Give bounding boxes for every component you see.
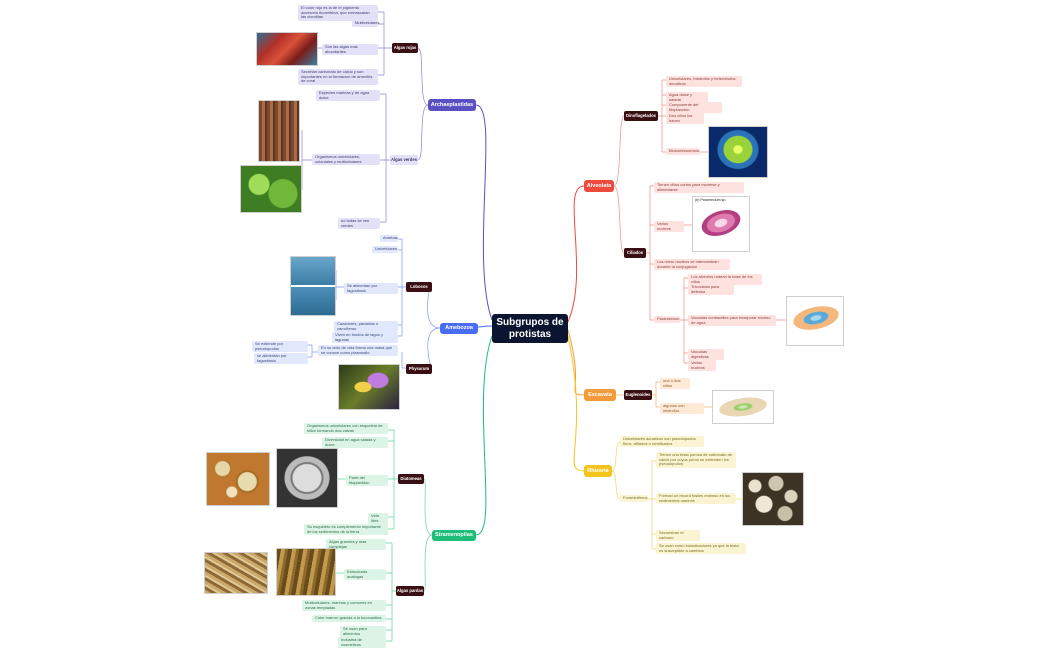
leaf-eugl-cilios[interactable]: uno o dos cilios: [660, 378, 690, 390]
leaf-plasmodio[interactable]: En su ciclo de vida forma una masa que s…: [318, 345, 398, 357]
leaf-diatomeas-fitoplankton[interactable]: Parte del fitoplankton: [346, 475, 388, 487]
topic-algas-rojas[interactable]: Algas rojas: [392, 43, 418, 53]
leaf-pseudopodos[interactable]: Se extiende por pseudopodos: [252, 341, 308, 353]
leaf-pardas-estructuras[interactable]: Estructuras analogas: [344, 569, 386, 581]
leaf-unicelulares[interactable]: Unicelulares: [372, 246, 398, 253]
leaf-dino-cilios[interactable]: Dos cilios los hacen: [666, 113, 704, 125]
topic-physarum[interactable]: Physarum: [406, 364, 432, 374]
euglena-body: [717, 394, 769, 420]
red-algae-photo: [256, 32, 318, 66]
leaf-physarum-fagositosis[interactable]: se alimentan por fagositosis: [254, 353, 308, 365]
kelp-photo: [204, 552, 268, 594]
leaf-ciliados-nucleos[interactable]: Varios nucleos: [654, 221, 684, 233]
topic-foraminiferos[interactable]: Foraminiferos: [620, 495, 648, 502]
root-topic[interactable]: Subgrupos de protistas: [492, 314, 568, 343]
branch-stramenopila[interactable]: Stramenopilas: [432, 530, 476, 541]
leaf-cazadores[interactable]: Cazadores, parasitos o carroñeros: [334, 321, 398, 333]
topic-ciliados[interactable]: Ciliados: [624, 248, 646, 258]
topic-lobosos[interactable]: Lobosos: [406, 282, 432, 292]
leaf-rojas-carbonato[interactable]: Secretan carbonato de calcio y son impor…: [298, 69, 378, 85]
leaf-rojas-abundantes[interactable]: Son las algas mas abundantes: [322, 44, 378, 56]
leaf-rhizaria-unicelulares[interactable]: Unicelulares acuaticos con pseudopodos f…: [620, 436, 704, 448]
leaf-pardas-multicelulares[interactable]: Multicelulares, marinas y comunes en zon…: [302, 600, 386, 612]
topic-paramecium[interactable]: Paramecium: [654, 316, 680, 323]
bark-algae-photo: [258, 100, 300, 162]
leaf-pardas-grandes[interactable]: Algas grandes y mas complejas: [326, 539, 386, 551]
leaf-param-vacuolas-digestivas[interactable]: Vacuolas digestivas: [688, 349, 724, 361]
leaf-pardas-cosmeticos[interactable]: Industria de cosmeticos: [338, 637, 386, 649]
paramecium-caption: (b) Paramecium sp.: [695, 198, 727, 202]
topic-euglenoides[interactable]: Euglenoides: [624, 390, 652, 400]
leaf-dino-fitoplancton[interactable]: Componente del fitoplancton: [666, 102, 722, 114]
topic-diatomeas[interactable]: Diatomeas: [398, 474, 424, 484]
branch-amoebozoa[interactable]: Amebozoa: [440, 323, 478, 334]
branch-archaeplastida[interactable]: Archaeplastidas: [428, 99, 476, 111]
leaf-ciliados-conjugacion[interactable]: Los micro nucleos se intercambian durant…: [654, 259, 730, 271]
euglena-diagram: [712, 390, 774, 424]
leaf-eugl-mixtrofos[interactable]: algunos son mixtrofos: [660, 403, 704, 415]
leaf-rojas-multicelulares[interactable]: Multicelulares: [352, 20, 379, 27]
paramecium-diagram: [786, 296, 844, 346]
green-algae-photo: [240, 165, 302, 213]
leaf-ciliados-cilios[interactable]: Tienen cilios cortos para moverse y alim…: [654, 182, 744, 194]
branch-excavata[interactable]: Excavata: [584, 389, 616, 401]
slime-mold-photo: [338, 364, 400, 410]
paramecium-body: [791, 302, 841, 334]
diatom-micrograph: [206, 452, 270, 506]
leaf-dino-agua[interactable]: Agua dulce y salada: [666, 92, 708, 104]
leaf-verdes-organismos[interactable]: Organismos unicelulares, coloniales y mu…: [312, 154, 380, 166]
foraminifera-photo: [742, 472, 804, 526]
topic-algas-pardas[interactable]: Algas pardas: [396, 586, 424, 596]
leaf-diatomeas-diversidad[interactable]: Diversidad en agua salada y dulce: [322, 437, 388, 449]
leaf-dino-unicelulares[interactable]: Unicelulares, fototrofos y heterotrofos …: [666, 76, 742, 88]
leaf-viven-fondos[interactable]: Viven en fondos de lagos y lagunas: [332, 332, 398, 344]
leaf-param-nucleos[interactable]: Varios nucleos: [688, 360, 716, 372]
leaf-diatomeas-esqueleto[interactable]: Su esqueleto es complemento importante d…: [304, 524, 388, 536]
leaf-foram-testa[interactable]: Tienen una testa porosa de carbonato de …: [656, 452, 736, 468]
diatom-sem-photo: [276, 448, 338, 508]
leaf-foram-fosiles[interactable]: Forman un record fosiles extenso en los …: [656, 493, 736, 505]
branch-rhizaria[interactable]: Rhizaria: [584, 465, 612, 477]
kelp-underwater-photo: [276, 548, 336, 596]
amoeba-micrograph: [290, 256, 336, 316]
dinoflagellate-micrograph: [708, 126, 768, 178]
paramecium-micrograph: (b) Paramecium sp.: [692, 196, 750, 252]
leaf-verdes-especies[interactable]: Especies marinas y de agua dulce: [316, 90, 380, 102]
leaf-param-vacuolas-contractiles[interactable]: Vacuolas contractiles para incorporar ex…: [688, 315, 776, 327]
branch-alveolata[interactable]: Alveolata: [584, 180, 614, 192]
leaf-param-alveolos[interactable]: Los alveolos rodean la base de los cilio…: [688, 274, 762, 286]
leaf-foram-carbono[interactable]: Secuestran el carbono: [656, 530, 700, 542]
leaf-pardas-fucoxantina[interactable]: Color marron gracias a la fucoxantina: [312, 615, 386, 622]
paramecium-cell: [698, 205, 744, 241]
leaf-foram-bioindicadores[interactable]: Se usan como bioindicadores ya que la te…: [656, 543, 746, 555]
leaf-diatomeas-silice[interactable]: Organismos unicelulares con esqueleto de…: [304, 423, 388, 435]
leaf-rojas-pigmento[interactable]: El color rojo es la de el pigmento acces…: [298, 5, 378, 21]
leaf-pardas-alimentos[interactable]: Se usan para alimentos: [340, 626, 386, 638]
topic-dinoflagelados[interactable]: Dinoflagelados: [624, 111, 658, 121]
leaf-verdes-noverdes[interactable]: no todas se ven verdes: [338, 218, 380, 230]
leaf-fagositosis[interactable]: Se alimentan por fagositosis: [344, 283, 398, 295]
leaf-diatomeas-vidalibre[interactable]: Vida libre: [368, 513, 388, 525]
leaf-amebas[interactable]: Amebas: [380, 235, 398, 242]
leaf-param-tricocistos[interactable]: Tricocistos para defensa: [688, 284, 734, 296]
leaf-dino-bioluminiscencia[interactable]: Bioluminiscencia: [666, 148, 700, 155]
topic-algas-verdes[interactable]: Algas verdes: [390, 155, 418, 165]
